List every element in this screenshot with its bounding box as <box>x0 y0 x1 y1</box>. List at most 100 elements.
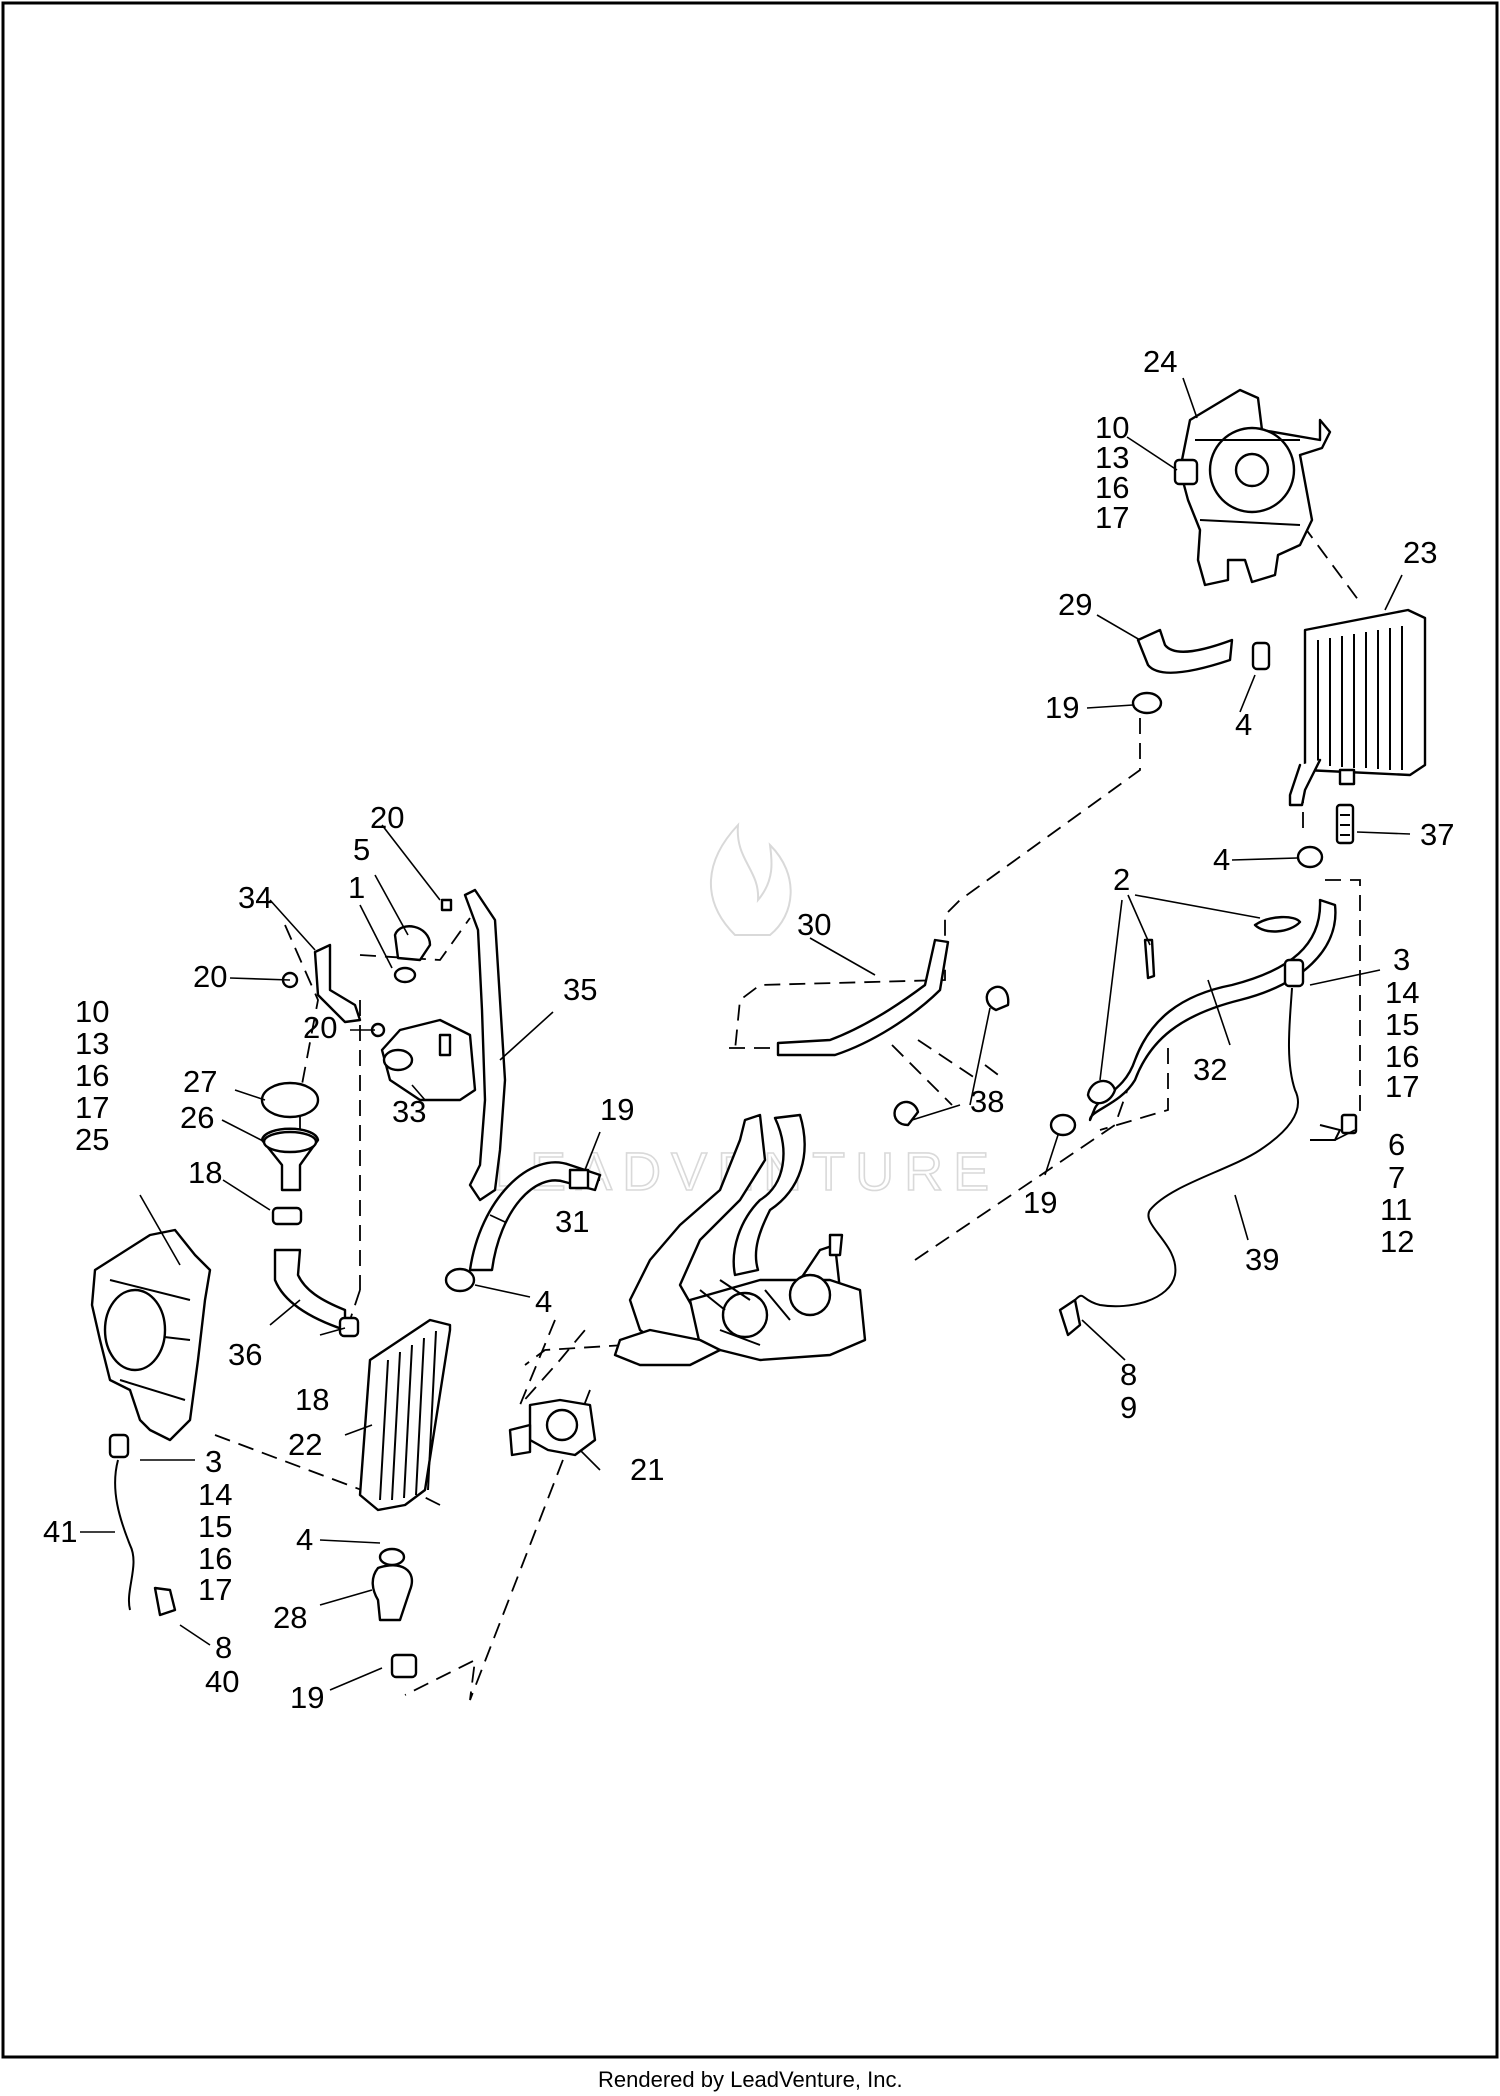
coolant-hose-29 <box>1136 628 1234 674</box>
callout-18b: 18 <box>295 1382 329 1417</box>
callout-4d: 4 <box>296 1522 313 1557</box>
callout-16c: 16 <box>75 1058 109 1093</box>
vent-hose-34 <box>313 943 362 1024</box>
hose-clamp-2a <box>1253 915 1302 933</box>
callout-17b: 17 <box>1385 1069 1419 1104</box>
callout-20c: 20 <box>303 1010 337 1045</box>
callout-36: 36 <box>228 1337 262 1372</box>
callout-29: 29 <box>1058 587 1092 622</box>
callout-11: 11 <box>1380 1192 1412 1227</box>
radiator-cap-27 <box>260 1081 320 1119</box>
hose-clamp-19d <box>390 1653 418 1679</box>
callout-35: 35 <box>563 972 597 1007</box>
callout-12: 12 <box>1380 1224 1414 1259</box>
callout-22: 22 <box>288 1427 322 1462</box>
callout-19c: 19 <box>600 1092 634 1127</box>
coolant-hose-36 <box>273 1248 347 1332</box>
callout-labels: 24 10 13 16 17 23 29 19 4 37 4 2 3 14 15… <box>43 344 1454 1715</box>
hose-clamp-19b <box>1049 1113 1077 1137</box>
hose-clamp-2c <box>1086 1079 1117 1105</box>
callout-28: 28 <box>273 1600 307 1635</box>
seal-ring-18a <box>271 1206 303 1226</box>
gasket-1 <box>393 966 417 984</box>
coolant-hose-30 <box>776 938 950 1057</box>
seal-ring-4a <box>1251 641 1271 671</box>
auxiliary-pump-21 <box>508 1398 597 1457</box>
callout-30: 30 <box>797 907 831 942</box>
connection-lines <box>214 504 1363 1701</box>
callout-20a: 20 <box>370 800 404 835</box>
callout-16d: 16 <box>198 1541 232 1576</box>
hose-clamp-19a <box>1131 691 1163 715</box>
callout-14b: 14 <box>198 1477 232 1512</box>
seal-ring-4b <box>1296 845 1324 869</box>
callout-23: 23 <box>1403 535 1437 570</box>
callout-5: 5 <box>353 832 370 867</box>
callout-13a: 13 <box>1095 440 1129 475</box>
callout-16b: 16 <box>1385 1039 1419 1074</box>
callout-16a: 16 <box>1095 470 1129 505</box>
callout-3b: 3 <box>205 1444 222 1479</box>
engine-water-pump-assembly <box>613 1113 867 1367</box>
cooling-fan-assembly-lower <box>90 1228 212 1442</box>
hose-clip-38a <box>985 985 1010 1012</box>
callout-8b: 8 <box>215 1630 232 1665</box>
callout-4c: 4 <box>535 1284 552 1319</box>
callout-1: 1 <box>348 870 365 905</box>
upper-radiator <box>1288 608 1427 807</box>
leader-lines <box>80 377 1411 1691</box>
callout-3a: 3 <box>1393 942 1410 977</box>
callout-4b: 4 <box>1213 842 1230 877</box>
callout-38: 38 <box>970 1084 1004 1119</box>
coolant-hose-28 <box>371 1564 413 1622</box>
callout-24: 24 <box>1143 344 1177 379</box>
callout-10a: 10 <box>1095 410 1129 445</box>
callout-15a: 15 <box>1385 1007 1419 1042</box>
sensor-harness-41 <box>108 1433 177 1617</box>
callout-13b: 13 <box>75 1026 109 1061</box>
seal-ring-4c <box>444 1267 476 1293</box>
callout-37: 37 <box>1420 817 1454 852</box>
callout-20b: 20 <box>193 959 227 994</box>
callout-15b: 15 <box>198 1509 232 1544</box>
callout-17c: 17 <box>75 1090 109 1125</box>
hose-clamp-19c <box>568 1168 590 1190</box>
callout-18a: 18 <box>188 1155 222 1190</box>
hose-clip-38b <box>893 1100 920 1127</box>
callout-8a: 8 <box>1120 1357 1137 1392</box>
sensor-harness-39 <box>1058 958 1358 1337</box>
callout-9: 9 <box>1120 1390 1137 1425</box>
callout-4a: 4 <box>1235 707 1252 742</box>
coolant-reservoir-33 <box>380 1018 477 1102</box>
callout-19b: 19 <box>1023 1185 1057 1220</box>
callout-41: 41 <box>43 1514 77 1549</box>
callout-19a: 19 <box>1045 690 1079 725</box>
callout-27: 27 <box>183 1064 217 1099</box>
seal-ring-18b <box>338 1316 360 1338</box>
callout-2: 2 <box>1113 862 1130 897</box>
cooling-fan-assembly-upper <box>1173 388 1332 587</box>
clamp-20c <box>440 898 453 912</box>
callout-31: 31 <box>555 1204 589 1239</box>
callout-25: 25 <box>75 1122 109 1157</box>
hose-clamp-2b <box>1143 938 1156 980</box>
callout-6: 6 <box>1388 1127 1405 1162</box>
callout-10b: 10 <box>75 994 109 1029</box>
lower-radiator <box>358 1318 452 1512</box>
callout-14a: 14 <box>1385 975 1419 1010</box>
callout-34: 34 <box>238 880 272 915</box>
callout-40: 40 <box>205 1664 239 1699</box>
seal-ring-4d <box>378 1547 406 1567</box>
callout-33: 33 <box>392 1094 426 1129</box>
coolant-hose-32 <box>1088 898 1337 1122</box>
overflow-tube-35 <box>463 888 507 1202</box>
temperature-sensor-37 <box>1335 803 1355 845</box>
callout-39: 39 <box>1245 1242 1279 1277</box>
footer-credit: Rendered by LeadVenture, Inc. <box>598 2067 903 2092</box>
callout-7: 7 <box>1388 1160 1405 1195</box>
filler-neck-26 <box>260 1127 320 1192</box>
callout-17a: 17 <box>1095 500 1129 535</box>
callout-21: 21 <box>630 1452 664 1487</box>
